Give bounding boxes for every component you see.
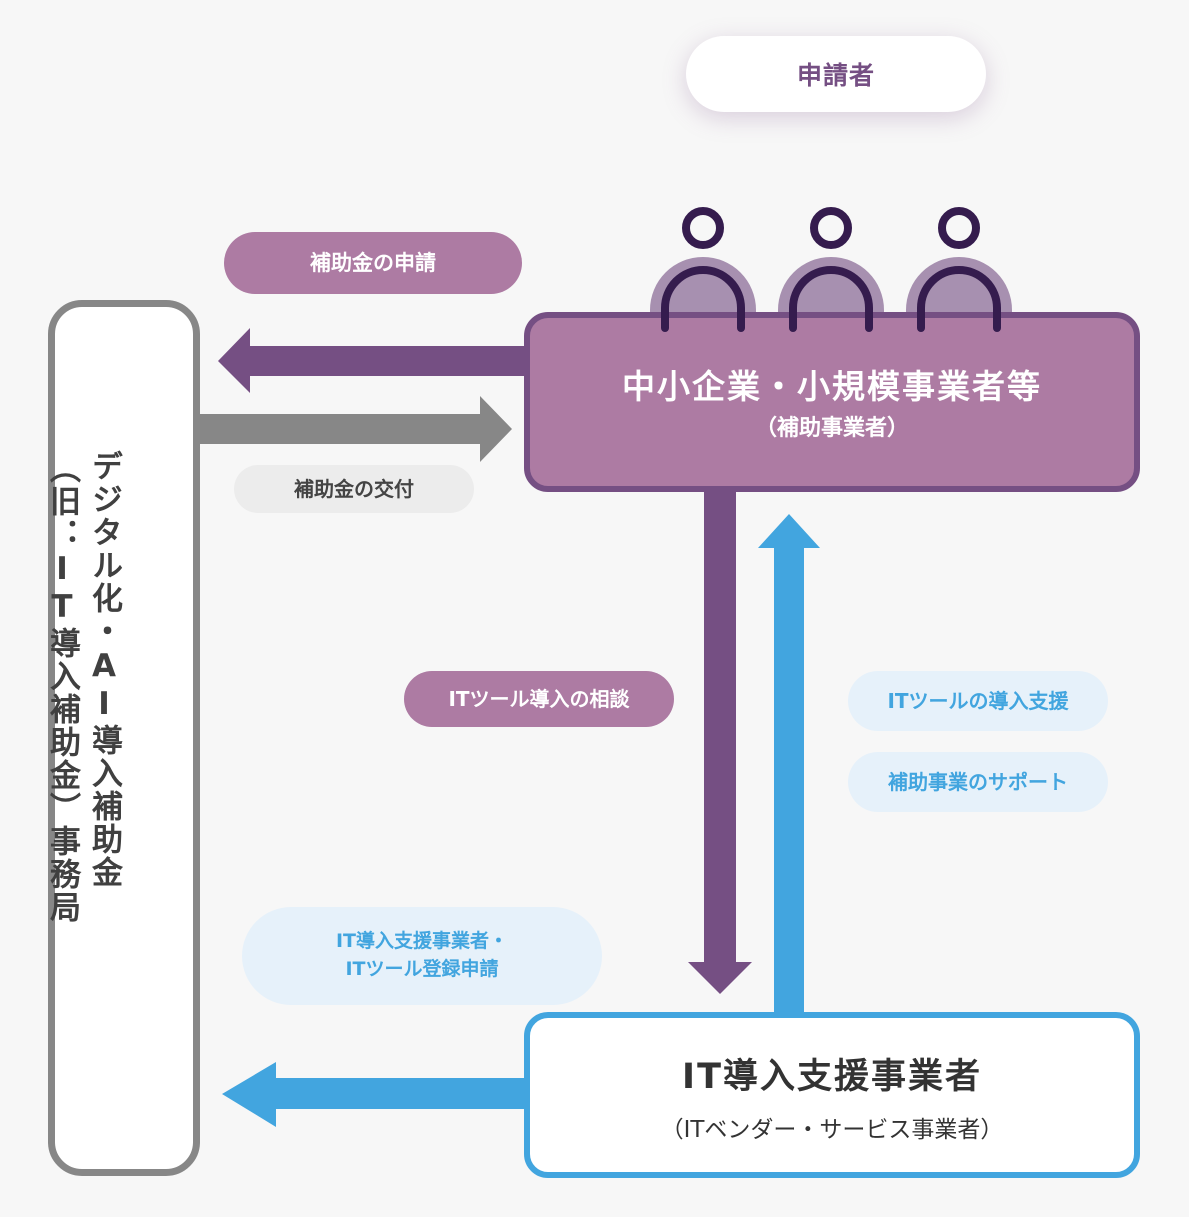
registration-text-line1: IT導入支援事業者・ — [335, 930, 509, 953]
secretariat-box — [48, 300, 200, 1176]
sme-subtitle: （補助事業者） — [754, 416, 909, 441]
subsidy-grant-arrow — [200, 396, 512, 462]
vendor-subtitle: （ITベンダー・サービス事業者） — [660, 1117, 1004, 1143]
sme-title: 中小企業・小規模事業者等 — [622, 367, 1042, 406]
subsidy-application-label: 補助金の申請 — [224, 232, 522, 294]
it-tool-support-label: ITツールの導入支援 — [848, 671, 1108, 731]
registration-arrow — [222, 1062, 530, 1127]
person-legs — [661, 312, 1001, 332]
subsidy-application-arrow — [218, 328, 530, 393]
secretariat-name: デジタル化・AI導入補助金 — [86, 450, 122, 889]
sme-box — [524, 312, 1140, 492]
it-tool-support-text: ITツールの導入支援 — [887, 688, 1069, 713]
consultation-text: ITツール導入の相談 — [448, 686, 630, 711]
person-icon — [778, 207, 884, 332]
support-arrow — [758, 514, 820, 1014]
subsidy-grant-text: 補助金の交付 — [294, 476, 414, 501]
subsidy-application-text: 補助金の申請 — [310, 250, 436, 275]
secretariat-former-name: （旧：IT導入補助金）事務局 — [44, 452, 80, 924]
registration-label: IT導入支援事業者・ ITツール登録申請 — [242, 907, 602, 1005]
applicant-label: 申請者 — [686, 36, 986, 112]
consultation-arrow — [688, 490, 752, 994]
applicant-label-text: 申請者 — [796, 61, 875, 90]
person-icon — [906, 207, 1012, 332]
registration-text-line2: ITツール登録申請 — [345, 958, 499, 980]
project-support-text: 補助事業のサポート — [888, 769, 1068, 794]
person-icon — [650, 207, 756, 332]
vendor-box — [524, 1012, 1140, 1178]
subsidy-grant-label: 補助金の交付 — [234, 465, 474, 513]
consultation-label: ITツール導入の相談 — [404, 671, 674, 727]
vendor-title: IT導入支援事業者 — [682, 1057, 982, 1097]
project-support-label: 補助事業のサポート — [848, 752, 1108, 812]
